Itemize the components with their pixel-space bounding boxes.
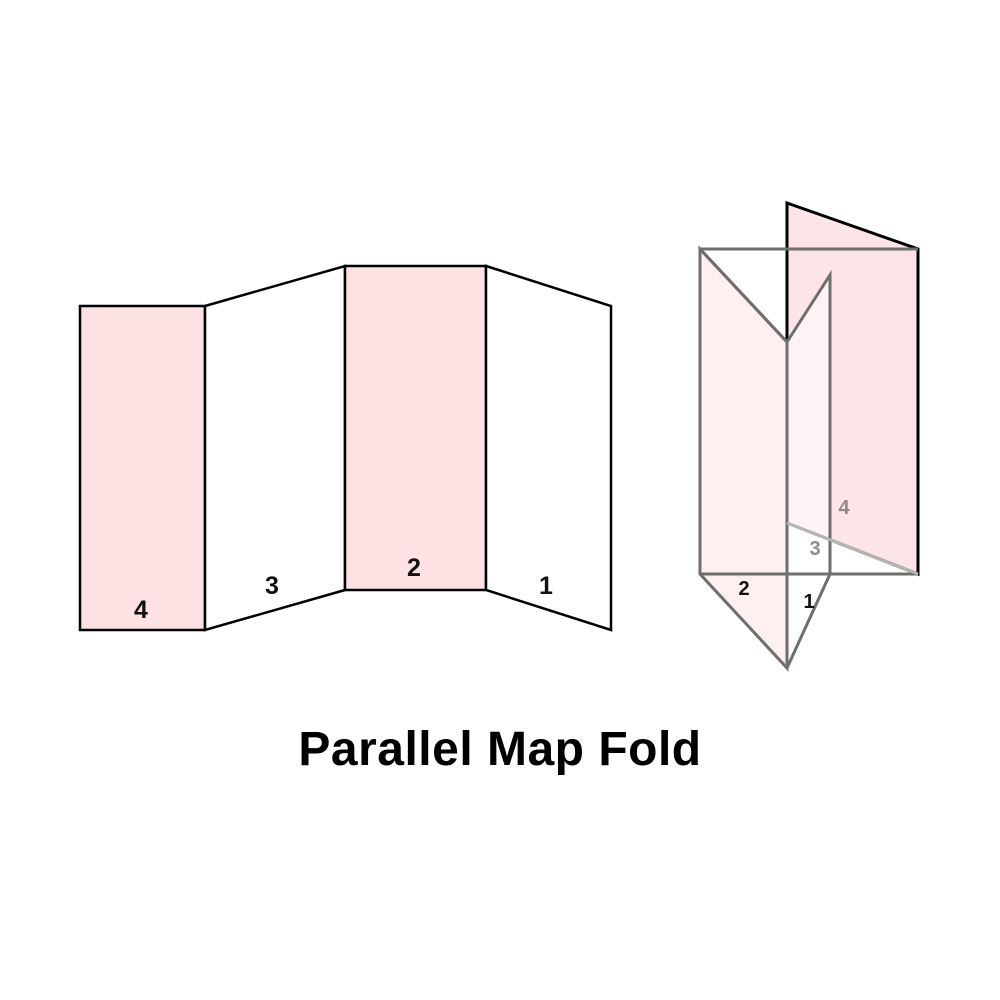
unfolded-map: 4 3 2 1: [78, 264, 613, 632]
panel-1-label: 1: [539, 572, 553, 600]
folded-top-v: [698, 247, 789, 344]
panel-4-label: 4: [134, 596, 148, 624]
panel-3-label: 3: [265, 572, 279, 600]
folded-label-2: 2: [738, 578, 749, 600]
folded-back-bottom: [786, 521, 919, 576]
folded-panel-left: [698, 245, 789, 672]
panel-1: [484, 264, 613, 632]
panel-2-label: 2: [407, 554, 421, 582]
panel-4: [78, 304, 207, 632]
diagram-title: Parallel Map Fold: [298, 723, 702, 776]
folded-label-3: 3: [809, 538, 820, 560]
panel-2: [343, 264, 488, 592]
folded-map: 4 3 2 1: [698, 200, 920, 672]
folded-label-4: 4: [838, 497, 850, 519]
folded-label-1: 1: [803, 591, 814, 613]
